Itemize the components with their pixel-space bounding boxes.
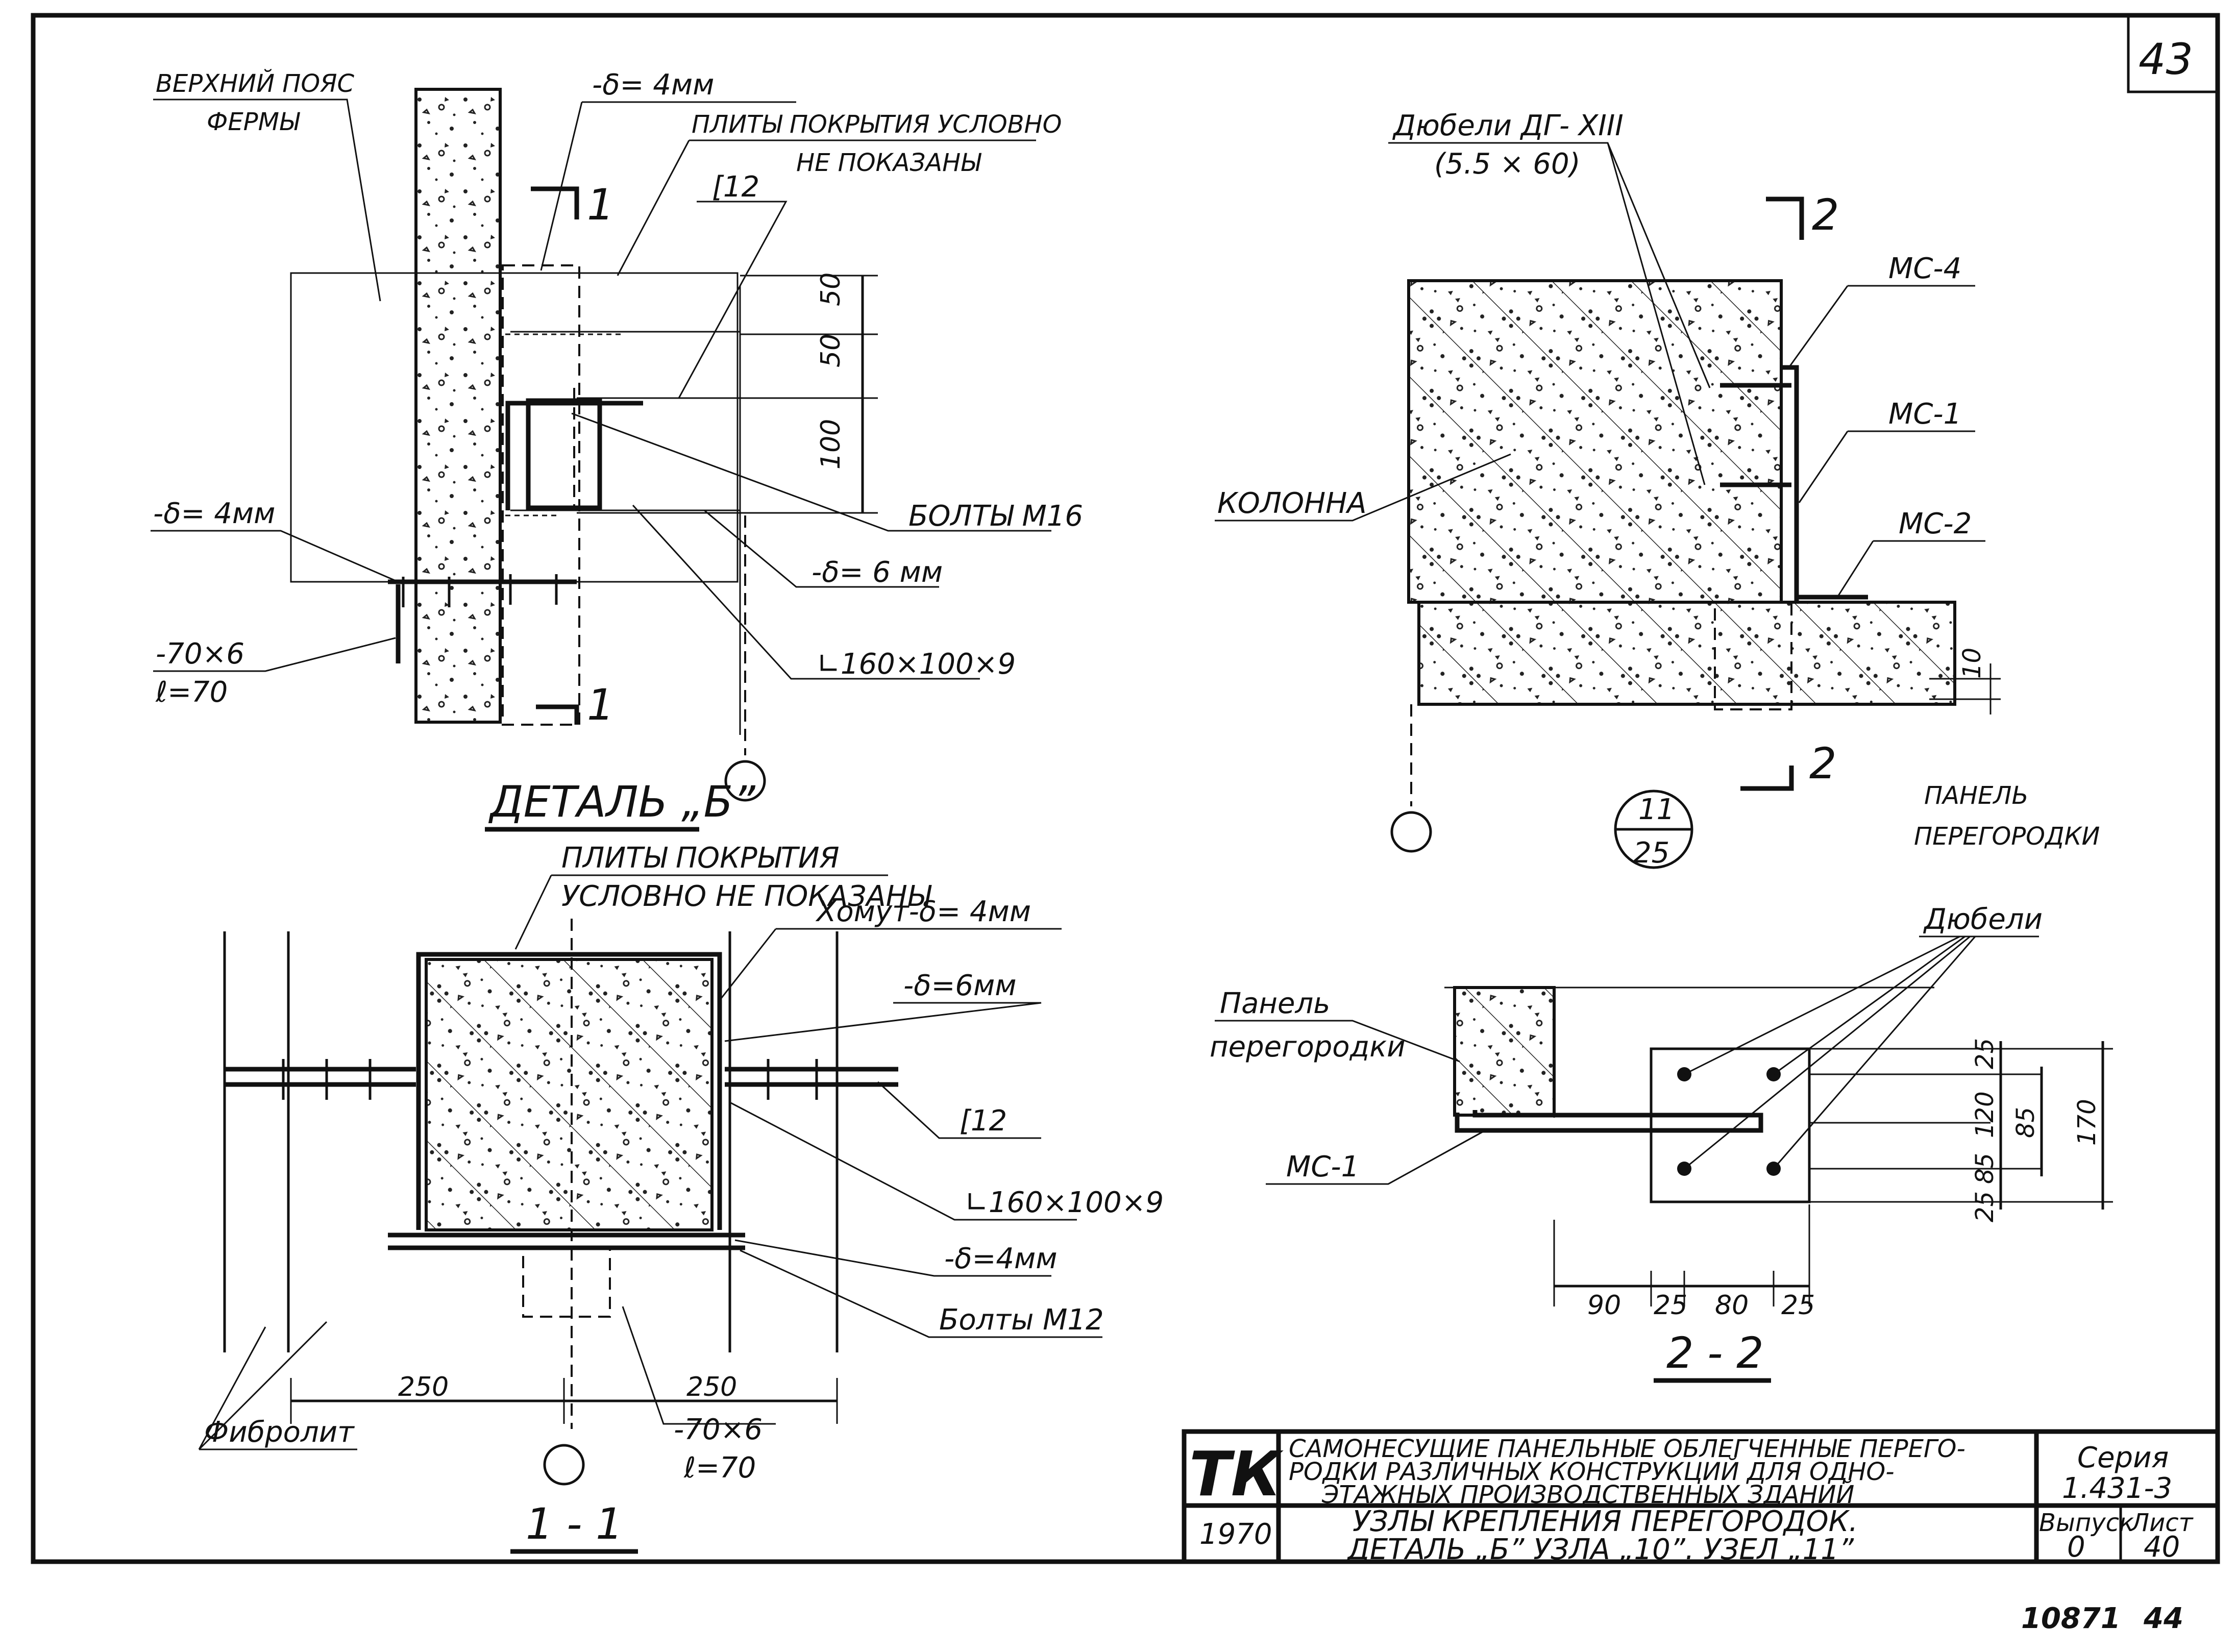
label-panel-2-2: Панель <box>1220 987 1330 1020</box>
sheet-number-box: 43 <box>2127 15 2218 93</box>
label-plate-4mm-1-1: -δ=4мм <box>944 1242 1058 1275</box>
label-dowels-size: (5.5 × 60) <box>1434 147 1581 181</box>
dim-120: 120 <box>1971 1091 1999 1138</box>
title-year: 1970 <box>1199 1518 1272 1551</box>
label-angle-1-1: ∟160×100×9 <box>965 1186 1164 1219</box>
axis-marker-1-1 <box>543 1444 585 1486</box>
dim-85-b: 85 <box>2011 1107 2040 1138</box>
title-block: ТК 1970 САМОНЕСУЩИЕ ПАНЕЛЬНЫЕ ОБЛЕГЧЕННЫ… <box>1182 1429 2220 1566</box>
dim-10: 10 <box>1958 648 1986 679</box>
ref-number-bottom: 25 <box>1633 836 1669 870</box>
dim-50-b: 50 <box>816 334 846 367</box>
label-plate-6mm: -δ= 6 мм <box>812 556 943 589</box>
dim-50-a: 50 <box>816 273 846 306</box>
label-angle: ∟160×100×9 <box>817 648 1016 681</box>
dim-80: 80 <box>1715 1290 1749 1321</box>
label-roof-plates-2: НЕ ПОКАЗАНЫ <box>796 149 982 177</box>
label-roof-plates: ПЛИТЫ ПОКРЫТИЯ УСЛОВНО <box>692 110 1062 139</box>
title-desc-1: САМОНЕСУЩИЕ ПАНЕЛЬНЫЕ ОБЛЕГЧЕННЫЕ ПЕРЕГО… <box>1289 1435 1965 1463</box>
label-mc4: МС-4 <box>1888 252 1961 285</box>
section-mark-2-top: 2 <box>1812 190 1839 240</box>
channel-12 <box>526 398 602 510</box>
dim-25-d: 25 <box>1971 1191 1999 1222</box>
issue-label: Выпуск <box>2039 1509 2134 1537</box>
label-mc2: МС-2 <box>1899 507 1972 540</box>
label-strip-1-1: -70×6 <box>674 1413 763 1446</box>
label-mc1-2-2: МС-1 <box>1286 1150 1359 1183</box>
label-bolts-m12: Болты М12 <box>939 1303 1104 1337</box>
issue-value: 0 <box>2067 1531 2085 1564</box>
label-channel: [12 <box>712 170 759 204</box>
section-mark-top: 1 <box>587 180 614 230</box>
dim-25-a: 25 <box>1654 1290 1687 1321</box>
detail-b-title: ДЕТАЛЬ „Б” <box>488 777 756 827</box>
label-channel-1-1: [12 <box>960 1104 1007 1138</box>
label-dowels-2-2: Дюбели <box>1923 903 2043 936</box>
label-panel-11-2: ПЕРЕГОРОДКИ <box>1914 822 2100 851</box>
section-mark-bottom: 1 <box>587 680 614 730</box>
sheet-label: Лист <box>2130 1509 2194 1537</box>
dim-250-left: 250 <box>398 1372 449 1402</box>
partition-panel-2-2 <box>1453 986 1556 1117</box>
section-1-1: 250 250 ПЛИТЫ ПОКРЫТИЯ УСЛОВНО НЕ ПОКАЗА… <box>198 842 1164 1554</box>
dim-85-a: 85 <box>1971 1153 1999 1184</box>
dim-250-right: 250 <box>686 1372 737 1402</box>
bottom-number-left: 10871 <box>2021 1602 2121 1635</box>
bottom-number-right: 44 <box>2143 1602 2183 1635</box>
detail-b: 1 1 50 50 100 ВЕРХНИЙ ПОЯС ФЕРМЫ -δ= 4мм… <box>151 68 1083 832</box>
axis-marker <box>724 760 766 802</box>
title-logo: ТК <box>1189 1439 1284 1510</box>
column-11 <box>1407 279 1783 604</box>
section-2-2: 90 25 80 25 25 120 85 25 170 85 Дюбели П… <box>1210 903 2113 1383</box>
label-dowels-dg: Дюбели ДГ- XIII <box>1392 109 1624 142</box>
dim-90: 90 <box>1587 1290 1621 1321</box>
label-strip-len-1-1: ℓ=70 <box>683 1451 756 1485</box>
sheet-frame <box>31 13 2220 1564</box>
panel-strip <box>414 88 502 724</box>
label-bolts-m16: БОЛТЫ М16 <box>908 500 1083 533</box>
label-panel-2-2-b: перегородки <box>1210 1030 1406 1064</box>
sheet-number: 43 <box>2139 34 2193 84</box>
section-2-2-title: 2 - 2 <box>1666 1328 1764 1378</box>
label-column: КОЛОННА <box>1217 487 1367 520</box>
section-1-1-title: 1 - 1 <box>526 1499 623 1549</box>
label-plate-4mm-left: -δ= 4мм <box>153 497 275 530</box>
label-plate-4mm-top: -δ= 4мм <box>592 68 714 102</box>
label-mc1: МС-1 <box>1888 398 1961 431</box>
label-roof-plates-1-1: ПЛИТЫ ПОКРЫТИЯ <box>561 842 840 875</box>
title-sheet-1: УЗЛЫ КРЕПЛЕНИЯ ПЕРЕГОРОДОК. <box>1353 1505 1858 1538</box>
dim-100: 100 <box>816 419 846 470</box>
dim-25-b: 25 <box>1781 1290 1815 1321</box>
label-clamp: Хомут-δ= 4мм <box>815 895 1031 928</box>
title-desc-2: РОДКИ РАЗЛИЧНЫХ КОНСТРУКЦИЙ ДЛЯ ОДНО- <box>1289 1457 1895 1486</box>
label-upper-chord-2: ФЕРМЫ <box>207 108 301 136</box>
axis-marker-11 <box>1390 811 1432 853</box>
plate-mc1 <box>1650 1047 1811 1203</box>
column-section <box>425 958 714 1231</box>
label-fibrolite: Фибролит <box>204 1416 355 1449</box>
label-strip: -70×6 <box>156 637 244 671</box>
label-roof-plates-1-1-2: УСЛОВНО НЕ ПОКАЗАНЫ <box>561 880 932 913</box>
label-strip-len: ℓ=70 <box>155 676 228 709</box>
series-label: Серия <box>2077 1441 2169 1474</box>
partition-panel-11 <box>1417 601 1956 706</box>
label-panel-11: ПАНЕЛЬ <box>1924 781 2028 810</box>
dim-170: 170 <box>2073 1099 2101 1146</box>
ref-number-top: 11 <box>1638 793 1675 826</box>
node-11: 2 2 11 25 10 Дюбели ДГ- XIII (5.5 × 60) … <box>1215 109 2100 870</box>
dim-25-c: 25 <box>1971 1038 1999 1069</box>
sheet-value: 40 <box>2144 1531 2180 1564</box>
title-sheet-2: ДЕТАЛЬ „Б” УЗЛА „10”. УЗЕЛ „11” <box>1346 1533 1854 1566</box>
title-desc-3: ЭТАЖНЫХ ПРОИЗВОДСТВЕННЫХ ЗДАНИЙ <box>1321 1480 1854 1509</box>
series-value: 1.431-3 <box>2062 1472 2172 1505</box>
section-mark-2-bottom: 2 <box>1809 738 1836 788</box>
label-plate-6mm-1-1: -δ=6мм <box>903 969 1017 1002</box>
label-upper-chord: ВЕРХНИЙ ПОЯС <box>156 69 354 98</box>
